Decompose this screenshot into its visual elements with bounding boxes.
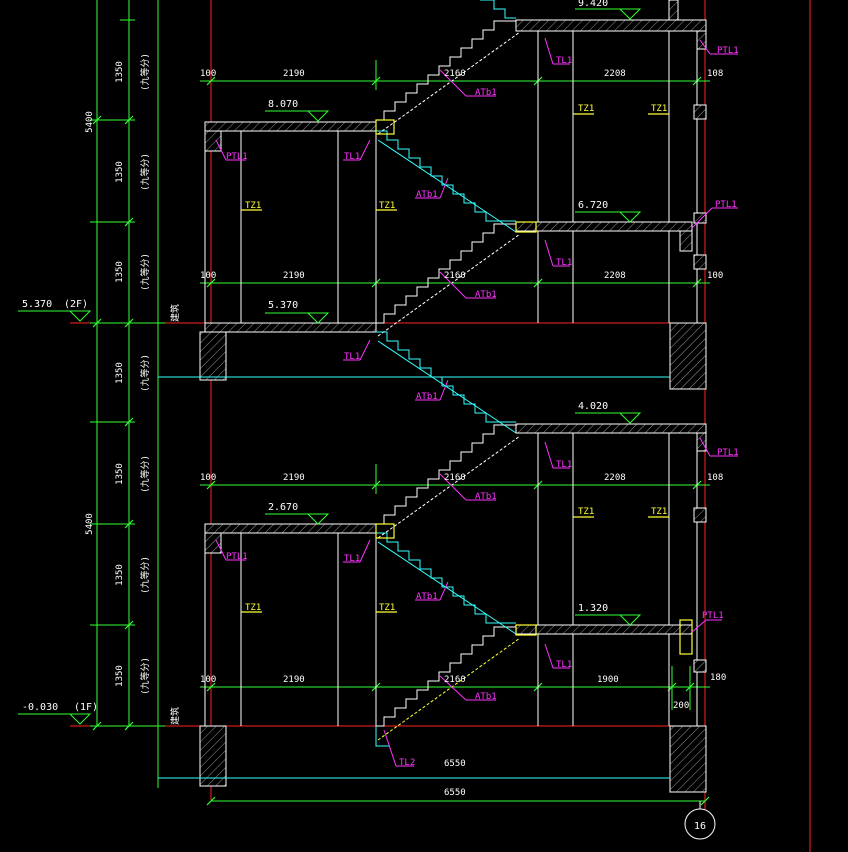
tag-leaders [215, 37, 738, 767]
svg-text:2160: 2160 [444, 271, 466, 281]
tag-tl1: TL1 [556, 258, 572, 268]
svg-text:2160: 2160 [444, 69, 466, 79]
floor2-tag: (2F) [64, 299, 88, 310]
svg-text:2208: 2208 [604, 271, 626, 281]
tag-tl1: TL1 [344, 152, 360, 162]
tag-ptl1: PTL1 [702, 611, 724, 621]
tag-tl1: TL1 [556, 460, 572, 470]
svg-text:108: 108 [707, 473, 723, 483]
level-4020: 4.020 [578, 401, 608, 412]
dimension-lines [90, 0, 710, 806]
svg-text:1350: 1350 [115, 362, 125, 384]
svg-text:2190: 2190 [283, 69, 305, 79]
member-tags: PTL1 TL1 ATb1 PTL1 TL1 ATb1 PTL1 TL1 ATb… [226, 46, 739, 768]
level-5370: 5.370 [268, 300, 298, 311]
svg-text:(九等分): (九等分) [139, 556, 151, 594]
tag-ptl1: PTL1 [226, 552, 248, 562]
tag-ptl1: PTL1 [717, 448, 739, 458]
tag-ptl1: PTL1 [715, 200, 737, 210]
tag-tz1: TZ1 [651, 507, 667, 517]
svg-text:6550: 6550 [444, 788, 466, 798]
level-labels: 9.420 8.070 6.720 5.370 4.020 2.670 1.32… [22, 0, 608, 713]
svg-text:108: 108 [707, 69, 723, 79]
svg-text:2208: 2208 [604, 69, 626, 79]
svg-text:建筑: 建筑 [169, 304, 181, 322]
level-2670: 2.670 [268, 502, 298, 513]
tag-ptl1: PTL1 [226, 152, 248, 162]
tag-atb1: ATb1 [416, 392, 438, 402]
tag-atb1: ATb1 [475, 290, 497, 300]
tag-atb1: ATb1 [416, 592, 438, 602]
svg-text:(九等分): (九等分) [139, 455, 151, 493]
beam-markers [241, 113, 693, 655]
tag-ptl1: PTL1 [717, 46, 739, 56]
tag-atb1: ATb1 [416, 190, 438, 200]
structure-outline [204, 30, 698, 726]
svg-text:2190: 2190 [283, 271, 305, 281]
svg-text:1350: 1350 [115, 463, 125, 485]
stair-flights [376, 20, 521, 741]
svg-text:(九等分): (九等分) [139, 153, 151, 191]
svg-text:2190: 2190 [283, 473, 305, 483]
level-8070: 8.070 [268, 99, 298, 110]
svg-text:180: 180 [710, 673, 726, 683]
floor2-level: 5.370 [22, 299, 52, 310]
tag-tz1: TZ1 [578, 507, 594, 517]
axis-bubble-label: 16 [694, 821, 706, 832]
svg-text:100: 100 [200, 473, 216, 483]
svg-text:(九等分): (九等分) [139, 657, 151, 695]
level-1320: 1.320 [578, 603, 608, 614]
svg-text:建筑: 建筑 [169, 707, 181, 725]
svg-text:(九等分): (九等分) [139, 253, 151, 291]
svg-text:2160: 2160 [444, 473, 466, 483]
svg-text:5400: 5400 [85, 513, 95, 535]
tag-tz1: TZ1 [245, 201, 261, 211]
stair-flights-down [158, 0, 670, 779]
tag-tz1: TZ1 [379, 603, 395, 613]
level-symbols [18, 8, 642, 725]
svg-text:200: 200 [673, 701, 689, 711]
level-9420: 9.420 [578, 0, 608, 9]
svg-text:5400: 5400 [85, 111, 95, 133]
tag-tz1: TZ1 [651, 104, 667, 114]
vertical-dim-labels: 1350 1350 1350 1350 1350 1350 1350 5400 … [85, 53, 181, 725]
svg-text:1900: 1900 [597, 675, 619, 685]
svg-text:100: 100 [707, 271, 723, 281]
svg-text:2190: 2190 [283, 675, 305, 685]
svg-text:(九等分): (九等分) [139, 354, 151, 392]
tag-tl2: TL2 [399, 758, 415, 768]
tag-atb1: ATb1 [475, 692, 497, 702]
svg-text:1350: 1350 [115, 61, 125, 83]
tag-tz1: TZ1 [245, 603, 261, 613]
tag-tl1: TL1 [344, 352, 360, 362]
tag-tz1: TZ1 [379, 201, 395, 211]
svg-text:100: 100 [200, 675, 216, 685]
level-6720: 6.720 [578, 200, 608, 211]
svg-text:6550: 6550 [444, 759, 466, 769]
tag-atb1: ATb1 [475, 88, 497, 98]
tag-atb1: ATb1 [475, 492, 497, 502]
svg-text:2160: 2160 [444, 675, 466, 685]
tag-tl1: TL1 [556, 56, 572, 66]
svg-text:1350: 1350 [115, 161, 125, 183]
svg-text:(九等分): (九等分) [139, 53, 151, 91]
floor1-tag: (1F) [74, 702, 98, 713]
tag-tl1: TL1 [556, 660, 572, 670]
svg-text:100: 100 [200, 69, 216, 79]
floor1-level: -0.030 [22, 702, 58, 713]
horizontal-dim-labels: 100 2190 2160 2208 108 100 2190 2160 220… [200, 69, 726, 798]
svg-text:1350: 1350 [115, 665, 125, 687]
svg-text:2208: 2208 [604, 473, 626, 483]
tag-tl1: TL1 [344, 554, 360, 564]
axis-lines [70, 0, 811, 852]
tag-tz1: TZ1 [578, 104, 594, 114]
slabs [199, 0, 707, 793]
svg-text:100: 100 [200, 271, 216, 281]
svg-text:1350: 1350 [115, 261, 125, 283]
svg-text:1350: 1350 [115, 564, 125, 586]
